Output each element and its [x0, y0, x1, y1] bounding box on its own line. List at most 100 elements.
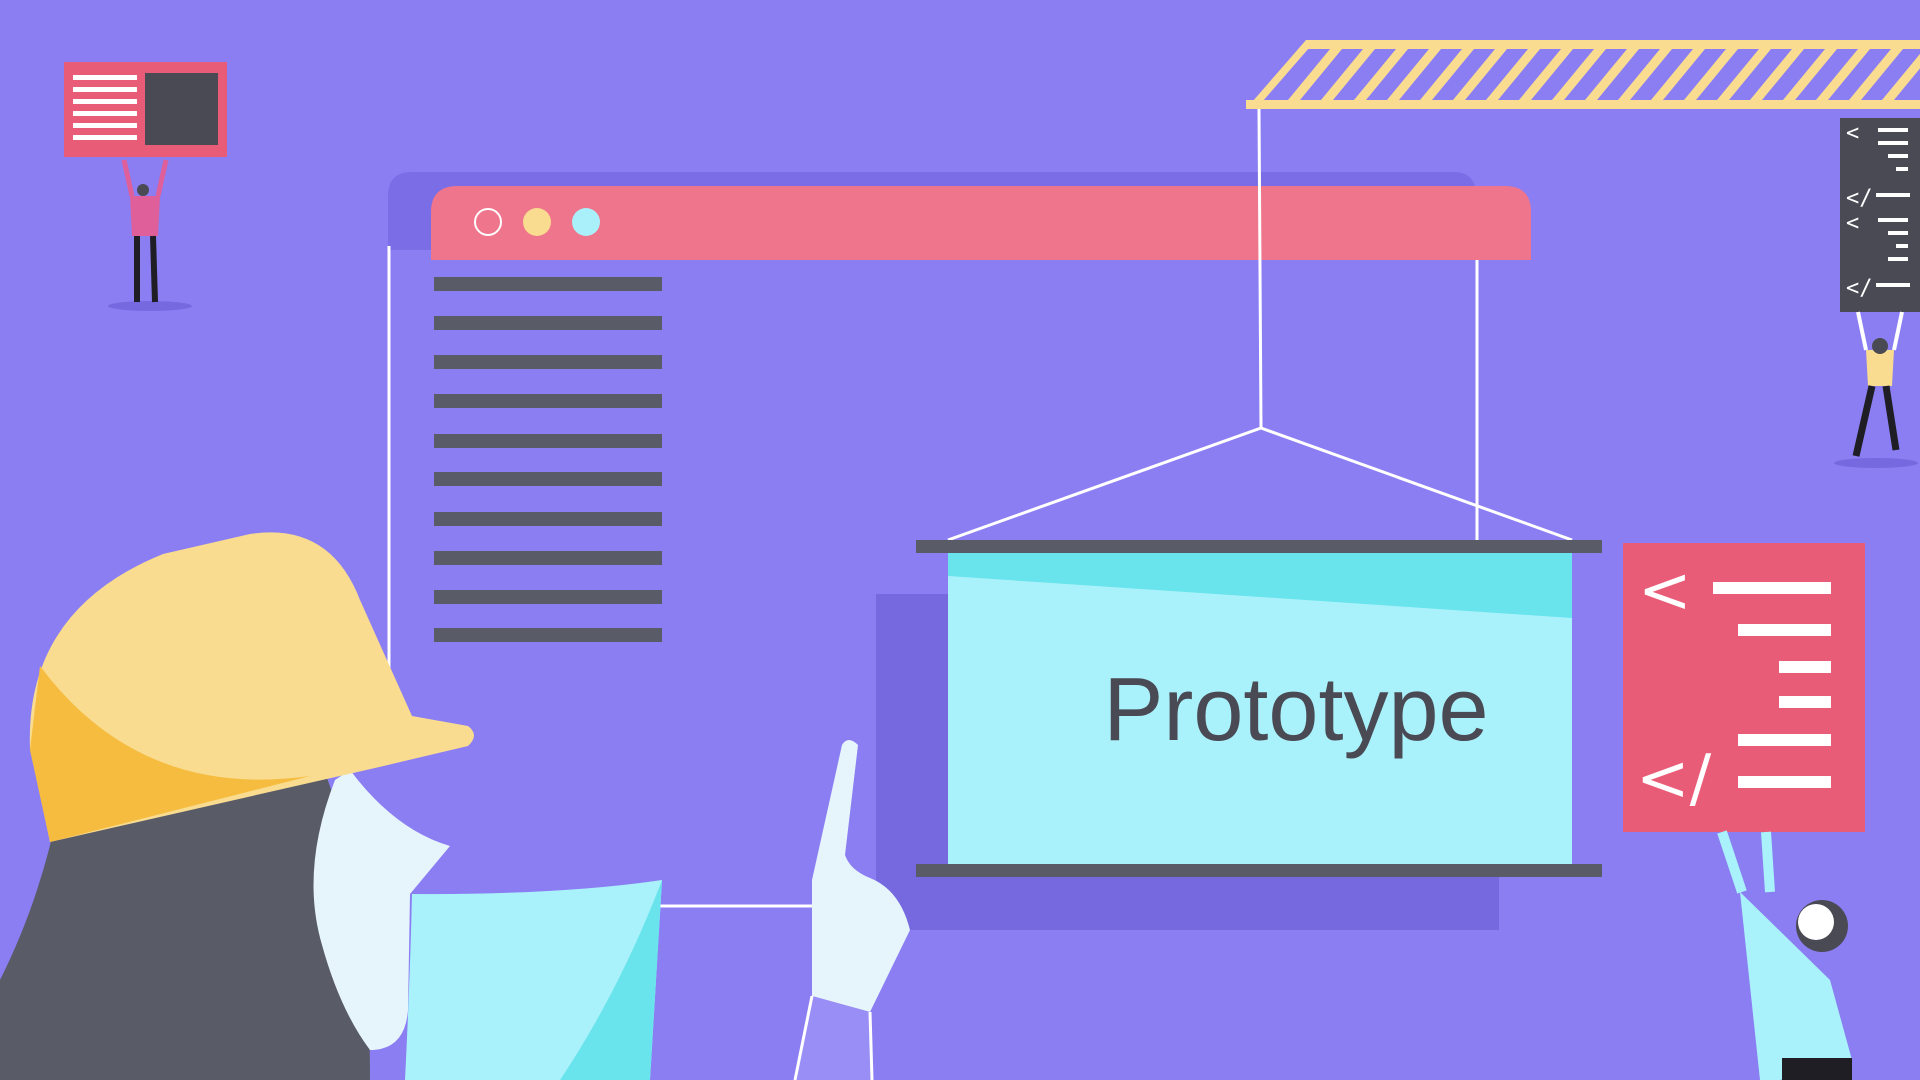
text-line [434, 316, 662, 330]
text-line [434, 628, 662, 642]
crane-strut [1453, 49, 1507, 100]
worker-sleeve-edge [868, 1011, 874, 1080]
crane-sling-left [947, 426, 1262, 542]
crane-strut [1717, 49, 1771, 100]
text-line [434, 551, 662, 565]
text-line [434, 394, 662, 408]
worker-leg-right [150, 235, 158, 303]
crane-strut [1420, 49, 1474, 100]
worker-body [1866, 350, 1894, 386]
code-line [1878, 141, 1908, 145]
text-line [434, 355, 662, 369]
code-line [1738, 624, 1831, 636]
crane-strut [1684, 49, 1738, 100]
helmet-shade [30, 666, 310, 842]
crane-strut [1321, 49, 1375, 100]
worker-arm-right [1892, 311, 1904, 351]
crane-strut [1849, 49, 1903, 100]
code-line [1888, 231, 1908, 235]
worker-face [1798, 904, 1834, 940]
code-line [1713, 582, 1831, 594]
text-line [434, 277, 662, 291]
worker-face [313, 770, 450, 1050]
crane-strut [1552, 49, 1606, 100]
text-content-lines [434, 277, 662, 642]
code-line [1896, 167, 1908, 171]
crane-strut [1882, 53, 1920, 100]
banner-top-rod [916, 540, 1602, 553]
code-sign-small-lines [1876, 128, 1910, 287]
worker-body [1740, 892, 1852, 1080]
maximize-dot-icon [572, 208, 600, 236]
worker-arm-left [1717, 830, 1747, 894]
worker-holding-code-sign: < </ < </ [1834, 118, 1920, 468]
minimize-dot-icon [523, 208, 551, 236]
worker-shadow [1834, 458, 1918, 468]
code-line [1878, 128, 1908, 132]
worker-hand [812, 740, 910, 1012]
worker-arm-left [1856, 311, 1868, 351]
worker-head [137, 184, 149, 196]
text-line [434, 590, 662, 604]
code-sign-big-lines [1713, 582, 1831, 788]
worker-sleeve-edge [793, 995, 814, 1080]
crane-strut [1354, 49, 1408, 100]
text-line [434, 472, 662, 486]
layout-sign-line [73, 111, 137, 116]
crane-icon [1246, 40, 1920, 109]
code-line [1738, 776, 1831, 788]
crane-strut [1750, 49, 1804, 100]
worker-shadow [108, 301, 192, 311]
layout-sign-line [73, 75, 137, 80]
worker-leg-left [1852, 385, 1876, 457]
worker-holding-big-code-sign: < </ [1623, 543, 1865, 1080]
code-open-tag-big: < [1638, 554, 1692, 628]
code-close-tag-2: </ [1846, 276, 1873, 301]
prototype-banner: Prototype [916, 540, 1602, 877]
code-close-tag-big: </ [1636, 742, 1712, 816]
code-line [1878, 218, 1908, 222]
code-line [1876, 283, 1910, 287]
worker-shirt-shade [560, 880, 662, 1080]
code-line [1896, 244, 1908, 248]
banner-accent-stripe [948, 548, 1572, 618]
worker-arm-right [1761, 831, 1775, 893]
code-line [1779, 696, 1831, 708]
worker-body [130, 196, 160, 236]
worker-arm-left [121, 159, 135, 197]
layout-sign-line [73, 135, 137, 140]
worker-arm-right [155, 159, 169, 197]
crane-strut [1486, 49, 1540, 100]
crane-strut [1288, 49, 1342, 100]
crane-strut [1585, 49, 1639, 100]
layout-sign-line [73, 123, 137, 128]
code-sign-small [1840, 118, 1920, 312]
crane-top-rail [1306, 40, 1920, 49]
crane-end-cap [1246, 40, 1316, 109]
crane-struts [1288, 49, 1920, 100]
crane-strut [1618, 49, 1672, 100]
crane-strut [1783, 49, 1837, 100]
code-open-tag-2: < [1846, 211, 1859, 236]
crane-sling-right [1260, 426, 1573, 542]
text-line [434, 512, 662, 526]
worker-leg-right [1882, 385, 1900, 451]
banner-bottom-rod [916, 864, 1602, 877]
code-line [1876, 193, 1910, 197]
worker-holding-layout-sign [64, 62, 227, 311]
code-line [1888, 154, 1908, 158]
worker-head [1872, 338, 1888, 354]
crane-bottom-rail [1246, 100, 1920, 109]
close-dot-icon [474, 208, 502, 236]
foreground-worker [0, 532, 910, 1080]
crane-strut [1816, 49, 1870, 100]
layout-sign-line [73, 99, 137, 104]
code-close-tag-1: </ [1846, 186, 1873, 211]
code-line [1779, 661, 1831, 673]
crane-strut [1519, 49, 1573, 100]
code-open-tag-1: < [1846, 121, 1859, 146]
layout-sign-line [73, 87, 137, 92]
browser-title-bar [431, 186, 1531, 260]
worker-shoe [1782, 1058, 1852, 1080]
